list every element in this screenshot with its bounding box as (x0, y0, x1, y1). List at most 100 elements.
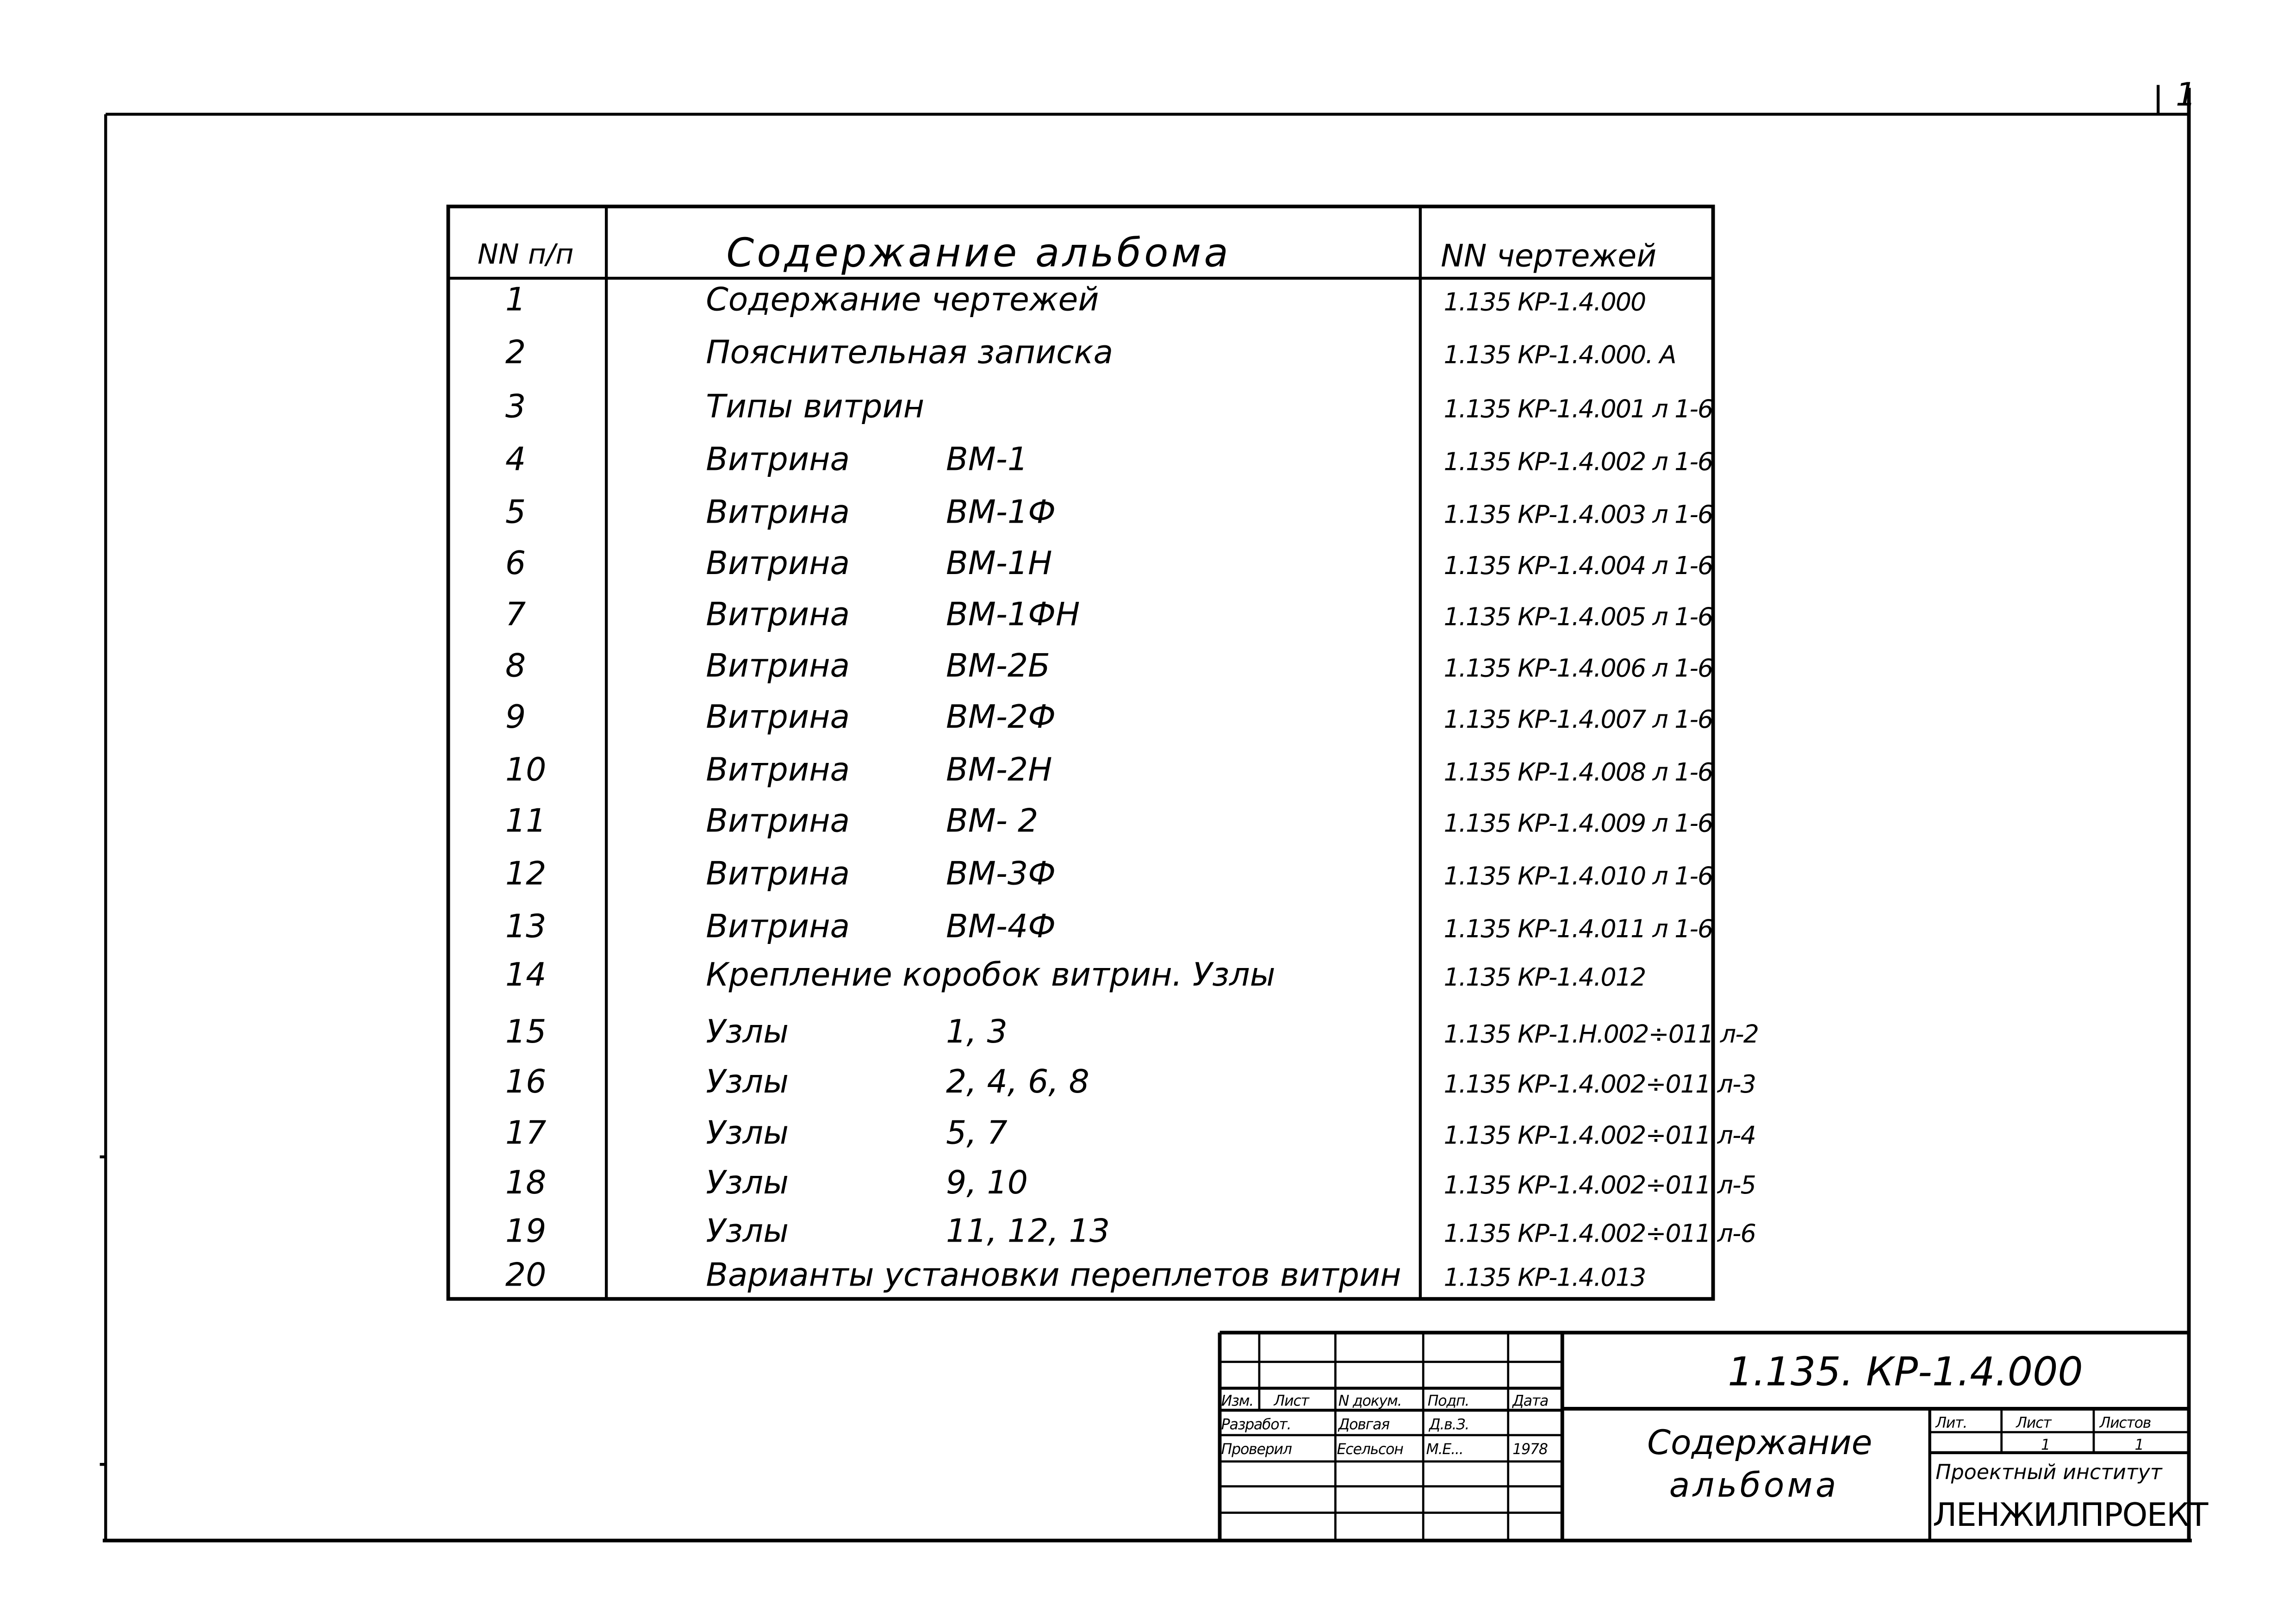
row-number: 14 (505, 956, 547, 993)
title-block: Изм. Лист N докум. Подп. Дата Разработ. … (1218, 1330, 2209, 1541)
row-title: Витрина (706, 751, 850, 788)
row-drawing-code: 1.135 КР-1.4.000 (1444, 287, 1645, 317)
col-header-doc-number: N докум. (1338, 1393, 1402, 1410)
row-number: 20 (505, 1256, 547, 1293)
row-number: 18 (505, 1164, 547, 1201)
row-drawing-code: 1.135 КР-1.4.002÷011 л-4 (1444, 1120, 1755, 1149)
row-drawing-code: 1.135 КР-1.4.010 л 1-6 (1444, 862, 1712, 891)
table-row: 3 Типы витрин 1.135 КР-1.4.001 л 1-6 (505, 388, 1713, 425)
row-item: ВМ-1 (946, 440, 1028, 478)
institute-name: ЛЕНЖИЛПРОЕКТ (1933, 1496, 2209, 1534)
row-drawing-code: 1.135 КР-1.4.002÷011 л-3 (1444, 1069, 1755, 1099)
row-drawing-code: 1.135 КР-1.4.008 л 1-6 (1444, 757, 1712, 787)
row-title: Витрина (706, 647, 850, 684)
row-item: 9, 10 (946, 1164, 1028, 1201)
row-number: 5 (505, 493, 526, 531)
row-title: Витрина (706, 855, 850, 893)
row-title: Витрина (706, 440, 850, 478)
page-number: 1 (2176, 76, 2196, 113)
checked-name: Есельсон (1337, 1441, 1404, 1458)
row-number: 15 (505, 1013, 547, 1050)
row-drawing-code: 1.135 КР-1.4.002÷011 л-6 (1444, 1218, 1755, 1248)
col-header-sheet: Лист (1274, 1393, 1310, 1410)
table-row: 15 Узлы 1, 3 1.135 КР-1.Н.002÷011 л-2 (505, 1013, 1759, 1050)
row-item: 1, 3 (946, 1013, 1008, 1050)
table-row: 9 Витрина ВМ-2Ф 1.135 КР-1.4.007 л 1-6 (505, 698, 1713, 736)
sheets-value: 1 (2135, 1437, 2144, 1454)
sheet-label: Лист (2016, 1415, 2052, 1431)
sheet-frame (100, 85, 2192, 1543)
header-drawings: NN чертежей (1441, 238, 1656, 274)
table-row: 16 Узлы 2, 4, 6, 8 1.135 КР-1.4.002÷011 л-3 (505, 1063, 1756, 1100)
row-drawing-code: 1.135 КР-1.4.012 (1444, 962, 1645, 992)
row-number: 13 (505, 907, 547, 945)
row-number: 9 (505, 698, 526, 736)
row-title: Узлы (706, 1212, 789, 1249)
row-title: Витрина (706, 802, 850, 840)
row-item: 11, 12, 13 (946, 1212, 1110, 1249)
row-drawing-code: 1.135 КР-1.4.001 л 1-6 (1444, 394, 1712, 424)
row-title: Узлы (706, 1063, 789, 1100)
title-line-2: альбома (1669, 1466, 1839, 1505)
header-content: Содержание альбома (726, 231, 1231, 276)
row-item: 5, 7 (946, 1114, 1008, 1151)
stage-label: Лит. (1935, 1415, 1967, 1431)
col-header-date: Дата (1512, 1393, 1548, 1410)
row-title: Витрина (706, 544, 850, 582)
row-title: Узлы (706, 1013, 789, 1050)
col-header-signature: Подп. (1428, 1393, 1469, 1410)
table-row: 13 Витрина ВМ-4Ф 1.135 КР-1.4.011 л 1-6 (505, 907, 1713, 945)
row-drawing-code: 1.135 КР-1.4.006 л 1-6 (1444, 653, 1712, 682)
row-item: ВМ-2Б (946, 647, 1050, 684)
row-drawing-code: 1.135 КР-1.4.005 л 1-6 (1444, 602, 1712, 631)
row-drawing-code: 1.135 КР-1.4.003 л 1-6 (1444, 500, 1712, 529)
row-item: ВМ- 2 (946, 802, 1038, 840)
developed-label: Разработ. (1221, 1416, 1291, 1433)
row-number: 3 (505, 388, 526, 425)
title-line-1: Содержание (1647, 1423, 1872, 1462)
row-drawing-code: 1.135 КР-1.4.011 л 1-6 (1444, 914, 1712, 943)
document-code: 1.135. КР-1.4.000 (1728, 1349, 2083, 1395)
row-title: Витрина (706, 907, 850, 945)
sheets-label: Листов (2099, 1415, 2151, 1431)
row-item: ВМ-2Ф (946, 698, 1056, 736)
row-drawing-code: 1.135 КР-1.4.013 (1444, 1262, 1645, 1292)
row-number: 7 (505, 596, 526, 633)
row-title: Витрина (706, 698, 850, 736)
row-title: Варианты установки переплетов витрин (706, 1256, 1401, 1293)
row-drawing-code: 1.135 КР-1.Н.002÷011 л-2 (1444, 1019, 1758, 1049)
row-item: ВМ-4Ф (946, 907, 1056, 945)
table-row: 8 Витрина ВМ-2Б 1.135 КР-1.4.006 л 1-6 (505, 647, 1713, 684)
row-drawing-code: 1.135 КР-1.4.009 л 1-6 (1444, 809, 1712, 838)
row-item: ВМ-2Н (946, 751, 1052, 788)
row-number: 16 (505, 1063, 547, 1100)
table-row: 11 Витрина ВМ- 2 1.135 КР-1.4.009 л 1-6 (505, 802, 1713, 840)
row-drawing-code: 1.135 КР-1.4.004 л 1-6 (1444, 551, 1712, 580)
row-drawing-code: 1.135 КР-1.4.000. А (1444, 340, 1675, 369)
row-item: ВМ-1ФН (946, 596, 1080, 633)
row-number: 19 (505, 1212, 547, 1249)
row-title: Содержание чертежей (706, 281, 1099, 319)
row-number: 11 (505, 802, 547, 840)
table-row: 19 Узлы 11, 12, 13 1.135 КР-1.4.002÷011 л-6 (505, 1212, 1756, 1249)
row-drawing-code: 1.135 КР-1.4.007 л 1-6 (1444, 705, 1712, 734)
table-row: 20 Варианты установки переплетов витрин 1.… (505, 1256, 1646, 1293)
row-number: 8 (505, 647, 526, 684)
row-number: 1 (505, 281, 526, 319)
row-item: ВМ-1Ф (946, 493, 1056, 531)
row-item: ВМ-3Ф (946, 855, 1056, 893)
row-item: 2, 4, 6, 8 (946, 1063, 1089, 1100)
row-title: Типы витрин (706, 388, 924, 425)
row-item: ВМ-1Н (946, 544, 1052, 582)
row-drawing-code: 1.135 КР-1.4.002÷011 л-5 (1444, 1170, 1755, 1199)
checked-date: 1978 (1512, 1441, 1548, 1458)
